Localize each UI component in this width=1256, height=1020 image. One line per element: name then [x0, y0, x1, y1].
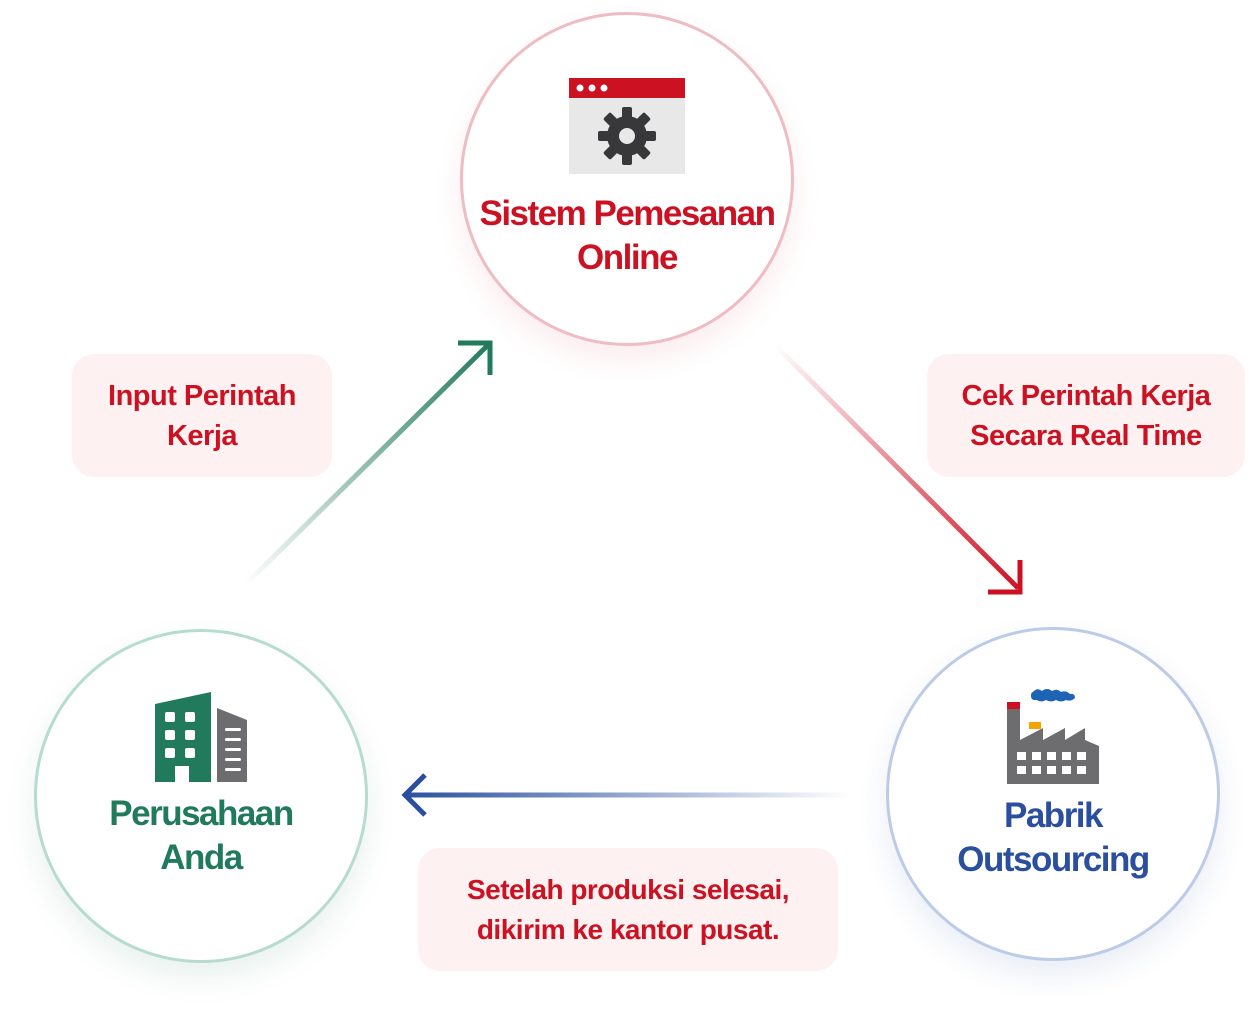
office-building-icon	[155, 692, 247, 782]
step-label-line: Input Perintah	[108, 379, 296, 412]
node-title-line: Pabrik	[1004, 796, 1103, 835]
node-title: Sistem Pemesanan Online	[479, 192, 776, 280]
arrow-factory-to-company	[401, 773, 850, 817]
step-label-line: dikirim ke kantor pusat.	[476, 913, 780, 945]
step-label-line: Secara Real Time	[970, 419, 1202, 452]
node-title: Pabrik Outsourcing	[957, 794, 1150, 882]
browser-gear-icon	[569, 78, 685, 174]
arrow-company-to-system	[243, 340, 493, 587]
node-outsourcing-factory: Pabrik Outsourcing	[886, 627, 1220, 961]
arrow-system-to-factory	[773, 343, 1023, 595]
node-title-line: Sistem Pemesanan	[479, 194, 776, 233]
step-label-ship-to-hq: Setelah produksi selesai, dikirim ke kant…	[418, 848, 838, 971]
node-title-line: Anda	[160, 838, 243, 877]
node-title-line: Perusahaan	[109, 794, 294, 833]
node-online-ordering-system: Sistem Pemesanan Online	[460, 12, 794, 346]
node-your-company: Perusahaan Anda	[34, 629, 368, 963]
node-title-line: Outsourcing	[957, 840, 1150, 879]
node-title: Perusahaan Anda	[109, 792, 294, 880]
step-label-line: Kerja	[166, 419, 238, 452]
step-label-line: Setelah produksi selesai,	[466, 873, 790, 905]
node-title-line: Online	[577, 238, 678, 277]
step-label-line: Cek Perintah Kerja	[961, 379, 1211, 412]
factory-icon	[1007, 689, 1099, 784]
